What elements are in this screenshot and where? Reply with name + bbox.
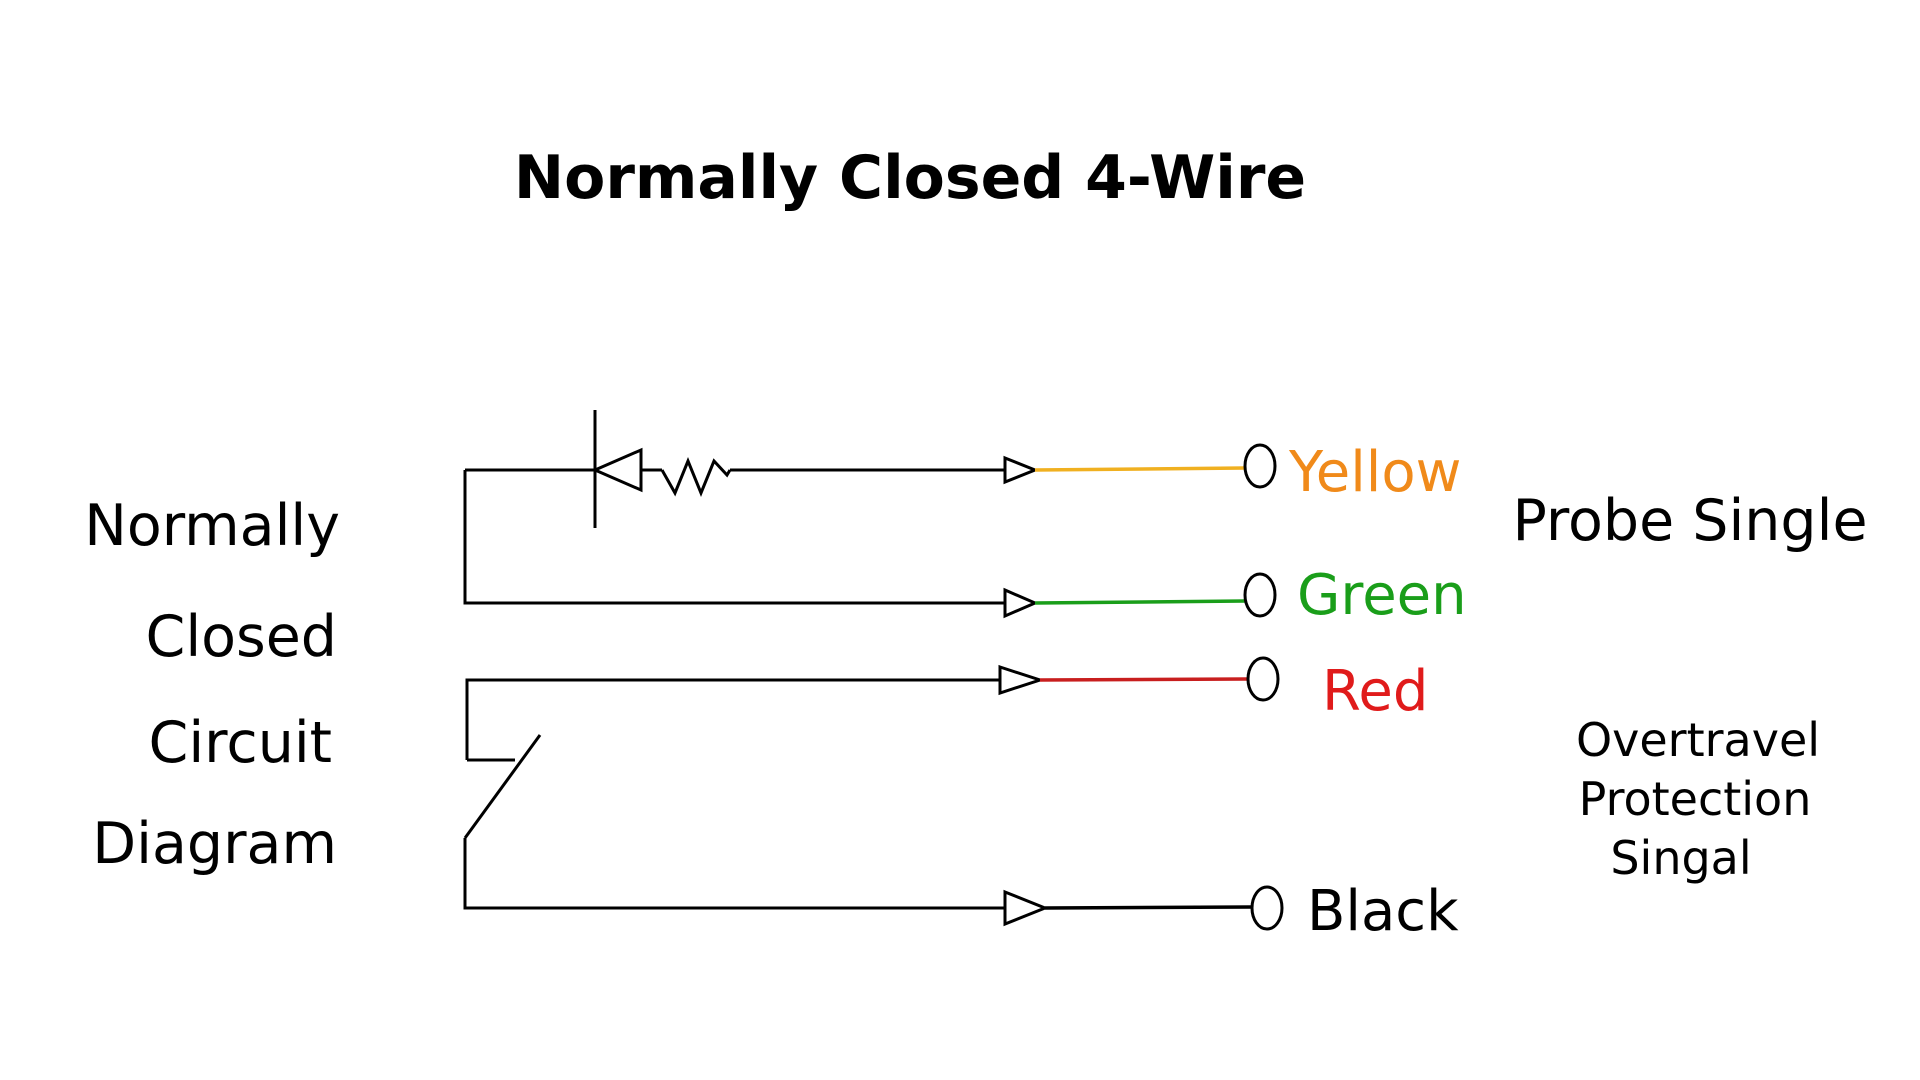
green-wire-black-segment bbox=[463, 470, 1005, 605]
left-label-line-3: Circuit bbox=[149, 710, 332, 776]
red-wire-black-segment bbox=[465, 678, 1000, 760]
green-connector-arrow bbox=[1003, 587, 1039, 619]
red-wire bbox=[1039, 677, 1249, 682]
green-wire bbox=[1034, 599, 1246, 605]
overtravel-label-line-2: Protection bbox=[1579, 772, 1812, 826]
yellow-wire-label: Yellow bbox=[1288, 440, 1461, 505]
overtravel-label-line-3: Singal bbox=[1610, 831, 1751, 885]
overtravel-circuit bbox=[463, 678, 1005, 910]
left-label-line-2: Closed bbox=[146, 604, 337, 670]
left-label-line-1: Normally bbox=[84, 493, 340, 559]
left-label-line-4: Diagram bbox=[92, 811, 337, 877]
black-connector-arrow bbox=[1003, 889, 1050, 927]
switch-lever bbox=[463, 734, 542, 839]
green-terminal bbox=[1243, 572, 1277, 618]
red-terminal bbox=[1246, 656, 1280, 702]
black-wire-left-segment bbox=[463, 838, 1005, 910]
black-wire-label: Black bbox=[1307, 879, 1459, 944]
probe-signal-label: Probe Single bbox=[1512, 488, 1867, 554]
yellow-wire bbox=[1034, 466, 1246, 472]
green-wire-label: Green bbox=[1297, 563, 1467, 628]
black-terminal bbox=[1250, 885, 1284, 931]
diagram-title: Normally Closed 4-Wire bbox=[514, 143, 1306, 213]
yellow-connector-arrow bbox=[1003, 455, 1040, 485]
red-connector-arrow bbox=[998, 664, 1045, 696]
overtravel-label-line-1: Overtravel bbox=[1576, 713, 1820, 767]
probe-circuit bbox=[463, 410, 1005, 605]
yellow-terminal bbox=[1243, 443, 1277, 489]
black-wire bbox=[1044, 905, 1253, 910]
red-wire-label: Red bbox=[1322, 659, 1428, 724]
resistor-zigzag bbox=[660, 457, 732, 497]
diode-triangle bbox=[591, 447, 643, 493]
